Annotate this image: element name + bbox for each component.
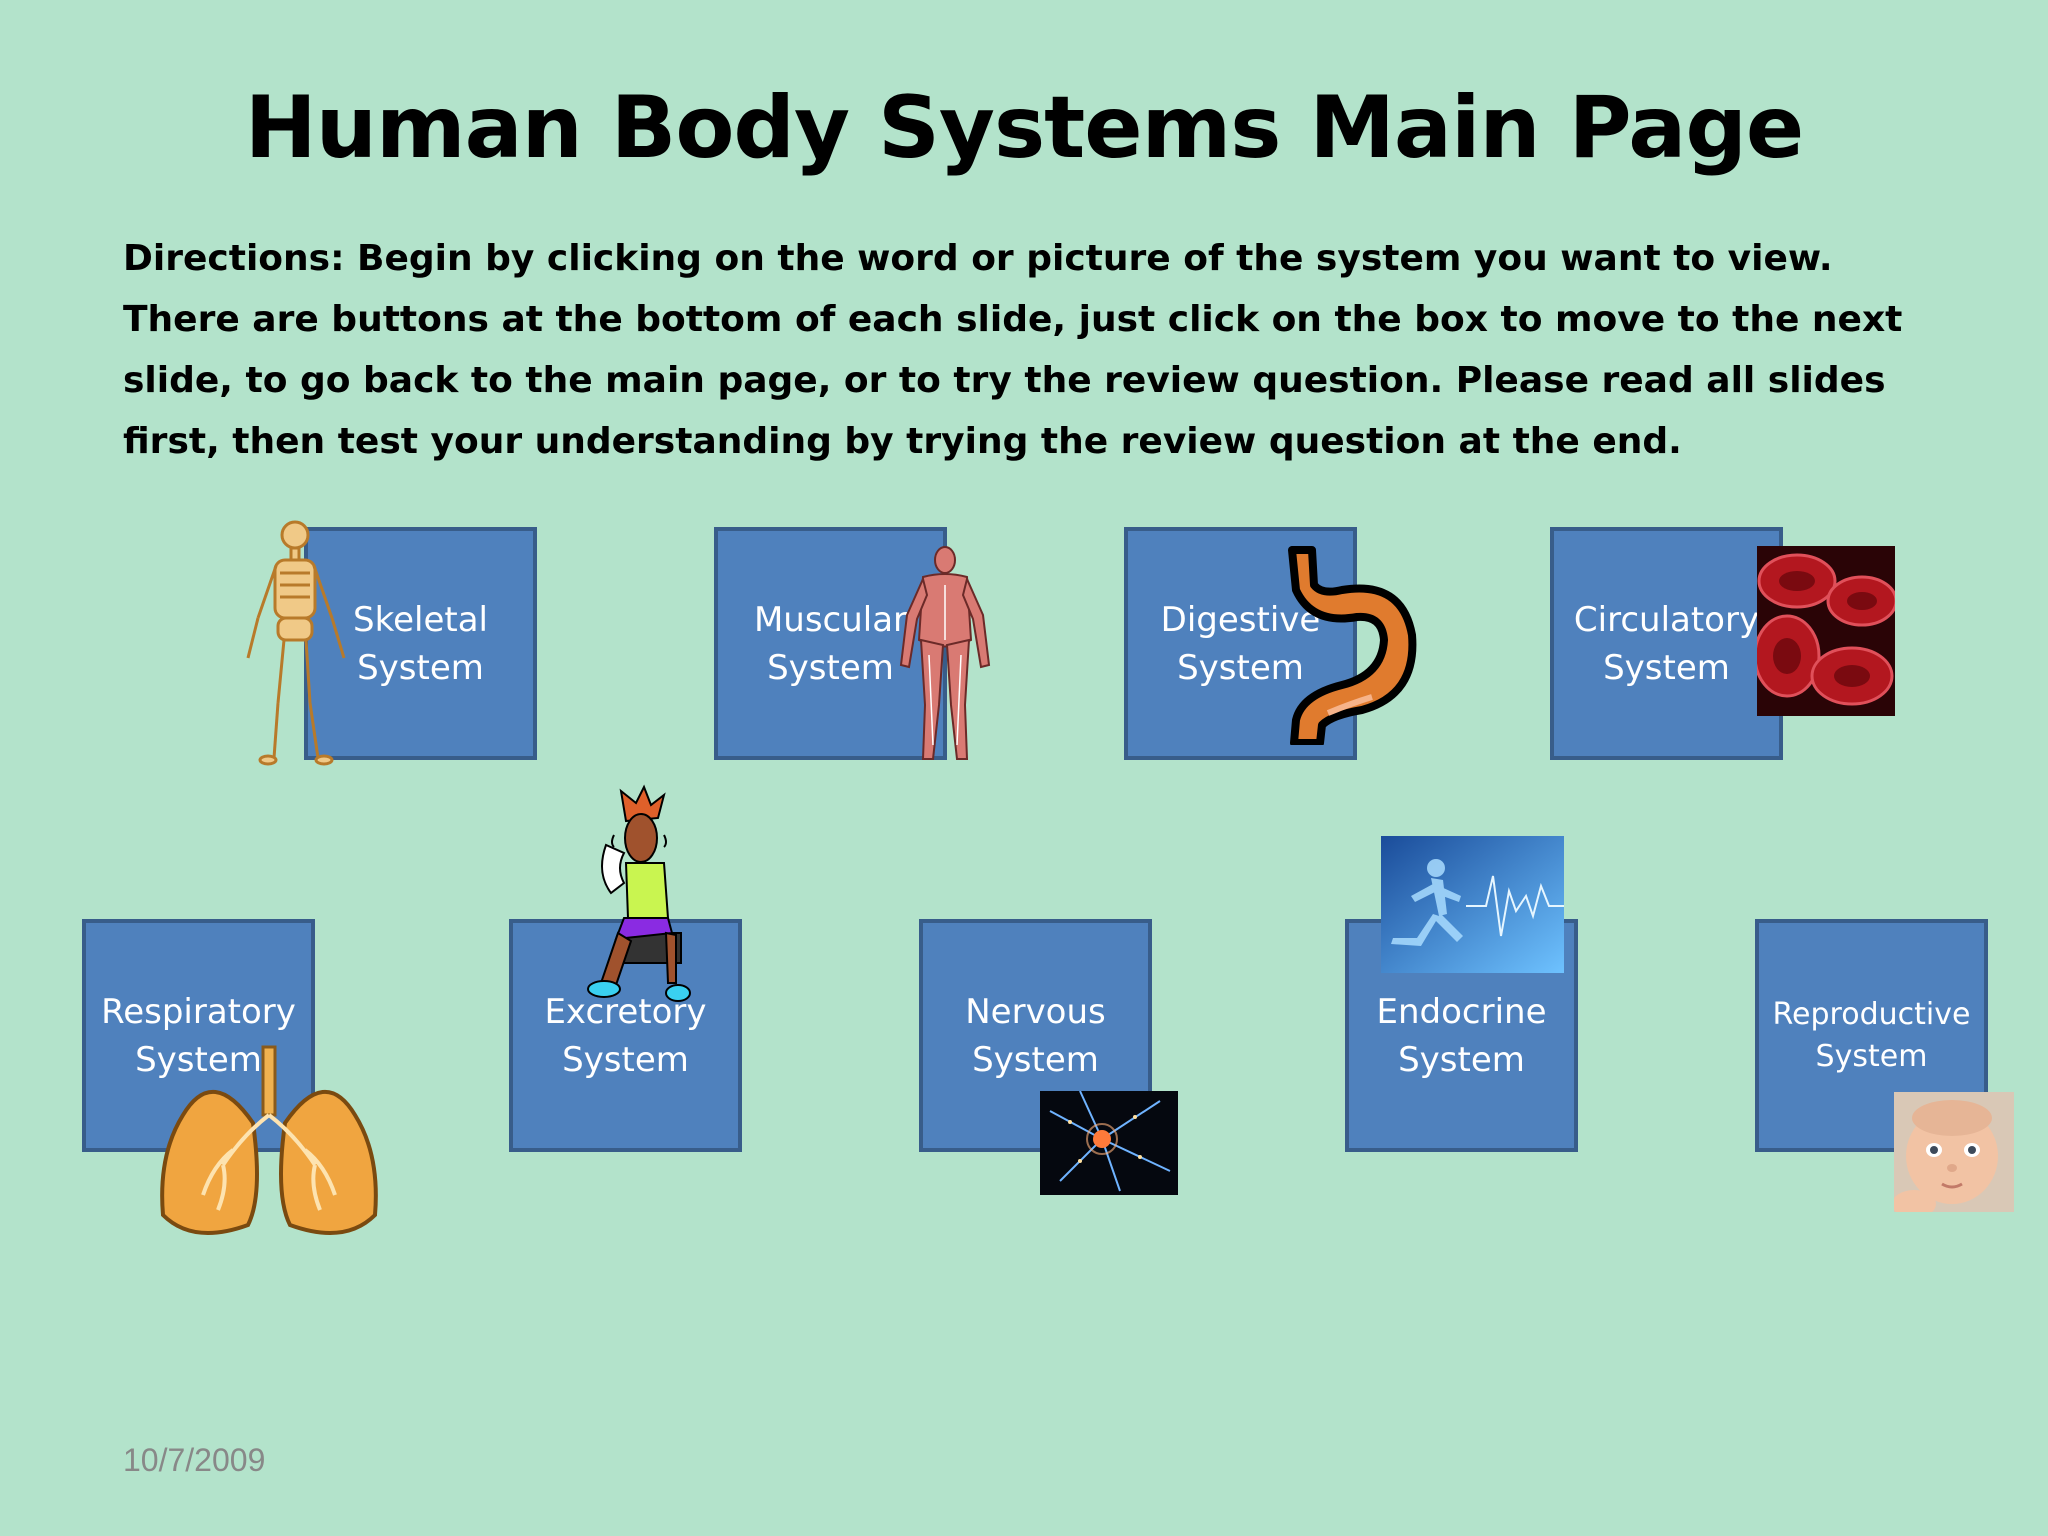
stomach-icon[interactable] xyxy=(1282,545,1422,745)
button-label-line2: System xyxy=(357,647,484,688)
baby-icon[interactable] xyxy=(1894,1092,2014,1212)
button-label-line2: System xyxy=(1398,1039,1525,1080)
neuron-icon[interactable] xyxy=(1040,1091,1178,1195)
button-label-line2: System xyxy=(1815,1038,1928,1074)
button-label-line1: Circulatory xyxy=(1573,599,1760,640)
runner-heartbeat-icon[interactable] xyxy=(1381,836,1564,973)
page-title: Human Body Systems Main Page xyxy=(244,78,1804,178)
button-label-line1: Digestive xyxy=(1160,599,1321,640)
button-label-line1: Nervous xyxy=(965,991,1106,1032)
lungs-icon[interactable] xyxy=(153,1045,385,1245)
blood-cells-icon[interactable] xyxy=(1757,546,1895,716)
button-label-line2: System xyxy=(1603,647,1730,688)
skeleton-icon[interactable] xyxy=(240,518,355,766)
button-label-line2: System xyxy=(1177,647,1304,688)
muscle-figure-icon[interactable] xyxy=(893,545,996,767)
button-label-line1: Endocrine xyxy=(1376,991,1547,1032)
button-label-line2: System xyxy=(972,1039,1099,1080)
button-label-line1: Respiratory xyxy=(101,991,296,1032)
sweating-person-icon[interactable] xyxy=(576,783,701,1008)
button-label-line1: Reproductive xyxy=(1772,996,1971,1032)
directions-text: Directions: Begin by clicking on the wor… xyxy=(123,238,1903,462)
button-label-line1: Skeletal xyxy=(353,599,488,640)
button-label-line2: System xyxy=(562,1039,689,1080)
button-label-line1: Muscular xyxy=(753,599,908,640)
button-label-line2: System xyxy=(767,647,894,688)
button-label-line2: System xyxy=(135,1039,262,1080)
slide-date: 10/7/2009 xyxy=(123,1442,266,1478)
